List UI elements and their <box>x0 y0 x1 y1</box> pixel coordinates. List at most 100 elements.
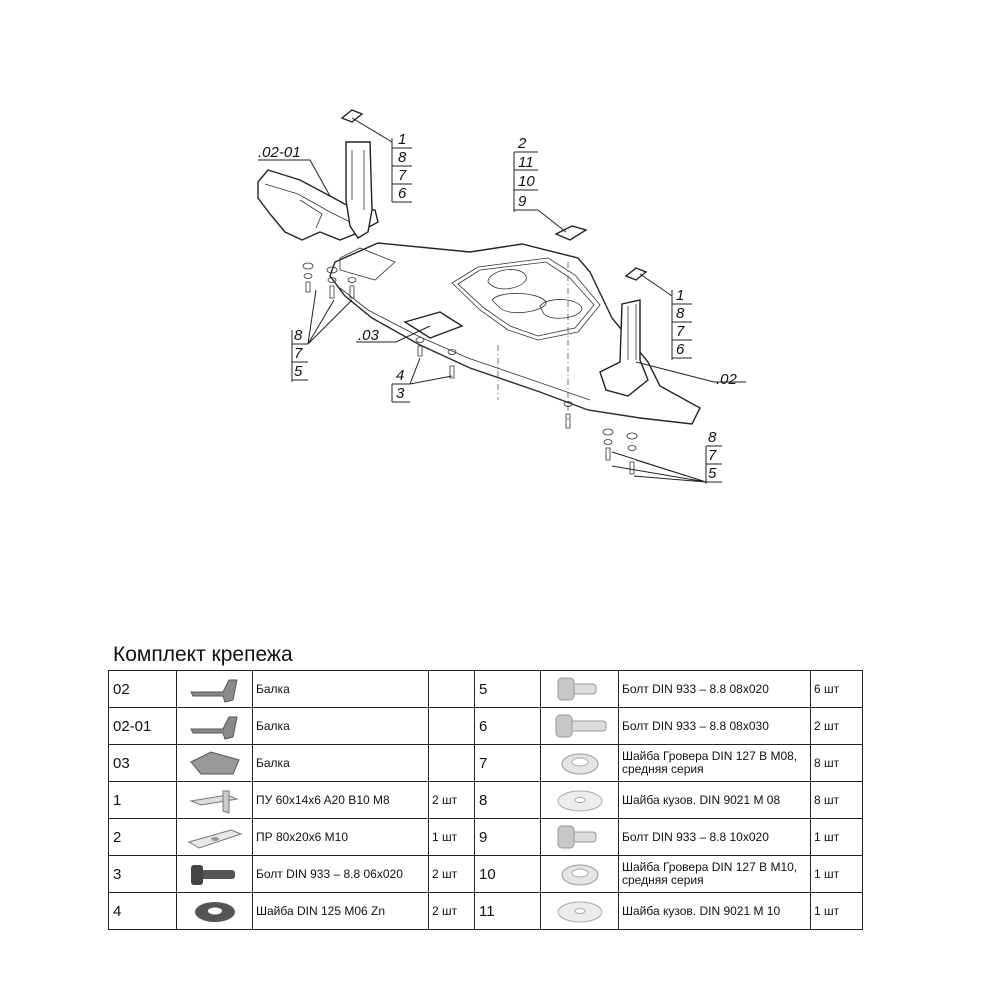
fasteners-center <box>415 337 573 429</box>
part-qty: 1 шт <box>428 818 475 856</box>
callout-tl-4: 6 <box>398 185 407 202</box>
callout-c-1: 2 <box>517 135 527 152</box>
callout-cb-1: 4 <box>396 367 404 384</box>
part-name: Шайба кузов. DIN 9021 M 08 <box>618 781 811 819</box>
fasteners-right <box>602 428 638 475</box>
spring-washer-icon <box>540 744 619 782</box>
part-qty: 2 шт <box>428 781 475 819</box>
part-qty <box>428 707 475 745</box>
part-name: Балка <box>252 707 429 745</box>
bolt-short-icon <box>540 670 619 708</box>
part-name: Болт DIN 933 – 8.8 10x020 <box>618 818 811 856</box>
part-qty: 8 шт <box>810 781 863 819</box>
part-qty: 8 шт <box>810 744 863 782</box>
bracket-icon <box>176 707 253 745</box>
kit-title: Комплект крепежа <box>113 643 293 666</box>
plate-1-right <box>624 267 648 281</box>
part-qty: 2 шт <box>428 892 475 930</box>
assembly-drawing-svg: 1 8 7 6 .02-01 2 11 10 9 1 8 7 6 .02 .03… <box>257 109 746 484</box>
part-code: 02-01 <box>108 707 177 745</box>
part-code: 6 <box>474 707 541 745</box>
fasteners-left <box>302 262 357 299</box>
part-qty: 6 шт <box>810 670 863 708</box>
callout-rb-3: 5 <box>708 465 717 482</box>
callout-r-2: 8 <box>676 305 685 322</box>
body-washer-icon <box>540 892 619 930</box>
part-code: 3 <box>108 855 177 893</box>
part-qty: 1 шт <box>810 892 863 930</box>
part-name: Балка <box>252 670 429 708</box>
part-name: Шайба DIN 125 M06 Zn <box>252 892 429 930</box>
callout-cb-2: 3 <box>396 385 405 402</box>
callout-rb-1: 8 <box>708 429 717 446</box>
bolt-long-icon <box>540 707 619 745</box>
plate-2-center <box>554 225 588 241</box>
callout-tl-3: 7 <box>398 167 407 184</box>
part-name: Шайба Гровера DIN 127 B M08, средняя сер… <box>618 744 811 782</box>
part-code: 11 <box>474 892 541 930</box>
part-name: Болт DIN 933 – 8.8 06x020 <box>252 855 429 893</box>
part-code: 8 <box>474 781 541 819</box>
callout-lb-3: 5 <box>294 363 303 380</box>
callout-c-3: 10 <box>518 173 535 190</box>
callout-r-3: 7 <box>676 323 685 340</box>
part-name: Болт DIN 933 – 8.8 08x020 <box>618 670 811 708</box>
callout-r-4: 6 <box>676 341 685 358</box>
part-qty: 1 шт <box>810 818 863 856</box>
part-name: Балка <box>252 744 429 782</box>
spring-washer-icon <box>540 855 619 893</box>
part-qty <box>428 670 475 708</box>
assembly-drawing: 1 8 7 6 .02-01 2 11 10 9 1 8 7 6 .02 .03… <box>257 109 746 484</box>
part-code: 7 <box>474 744 541 782</box>
callout-tl-2: 8 <box>398 149 407 166</box>
part-qty: 2 шт <box>810 707 863 745</box>
callout-lb-2: 7 <box>294 345 303 362</box>
bracket-icon <box>176 670 253 708</box>
part-code: 02 <box>108 670 177 708</box>
part-name: Шайба Гровера DIN 127 B M10, средняя сер… <box>618 855 811 893</box>
plate-icon <box>176 744 253 782</box>
flat-plate-icon <box>176 818 253 856</box>
plate-1-left <box>340 109 364 123</box>
part-qty <box>428 744 475 782</box>
part-name: Болт DIN 933 – 8.8 08x030 <box>618 707 811 745</box>
callout-lb-1: 8 <box>294 327 303 344</box>
part-code: 5 <box>474 670 541 708</box>
part-code: 03 <box>108 744 177 782</box>
plate-03 <box>403 311 464 339</box>
clamp-plate-icon <box>176 781 253 819</box>
callout-tl-1: 1 <box>398 131 406 148</box>
left-bracket <box>345 141 373 239</box>
bolt-short-icon <box>540 818 619 856</box>
part-code: 1 <box>108 781 177 819</box>
part-code: 10 <box>474 855 541 893</box>
part-name: Шайба кузов. DIN 9021 M 10 <box>618 892 811 930</box>
part-code: 4 <box>108 892 177 930</box>
callout-02: .02 <box>716 371 738 388</box>
callout-0201: .02-01 <box>258 144 301 161</box>
callout-c-4: 9 <box>518 193 527 210</box>
part-name: ПР 80x20x6 M10 <box>252 818 429 856</box>
callout-rb-2: 7 <box>708 447 717 464</box>
body-washer-icon <box>540 781 619 819</box>
callout-c-2: 11 <box>518 154 534 171</box>
part-qty: 2 шт <box>428 855 475 893</box>
washer-dark-icon <box>176 892 253 930</box>
callout-03: .03 <box>358 327 380 344</box>
part-code: 9 <box>474 818 541 856</box>
stamped-panel <box>451 257 601 341</box>
kit-row: 03 Балка 7 Шайба Гровера DIN 127 B M08, сре… <box>108 744 863 782</box>
part-name: ПУ 60x14x6 A20 B10 M8 <box>252 781 429 819</box>
callout-r-1: 1 <box>676 287 684 304</box>
part-qty: 1 шт <box>810 855 863 893</box>
bolt-dark-icon <box>176 855 253 893</box>
part-code: 2 <box>108 818 177 856</box>
